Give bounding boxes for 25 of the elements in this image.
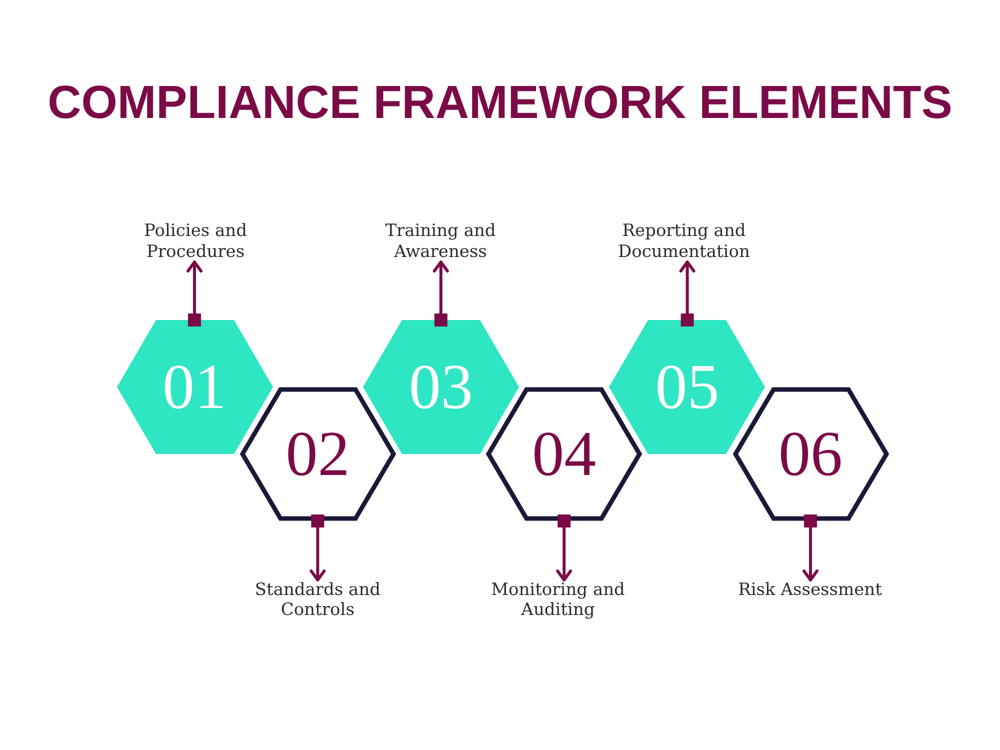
step-label: Training and Awareness (384, 221, 496, 262)
arrow (556, 514, 572, 582)
step-label: Reporting and Documentation (618, 221, 750, 262)
step-number: 04 (532, 430, 596, 478)
hexagon-badge (486, 387, 642, 521)
step-number: 02 (286, 430, 350, 478)
arrow (186, 260, 202, 326)
arrow (802, 514, 818, 582)
step-label: Policies and Procedures (144, 221, 248, 262)
hexagon-badge (362, 320, 519, 454)
step-number: 05 (655, 363, 720, 411)
step-number: 01 (162, 363, 226, 411)
arrow (679, 260, 696, 326)
hexagon-badge (240, 387, 396, 521)
step-number: 06 (778, 430, 842, 478)
arrow (310, 514, 326, 582)
arrow (432, 260, 449, 326)
step-number: 03 (408, 363, 473, 411)
hexagon-badge (732, 387, 888, 521)
step-label: Risk Assessment (738, 580, 882, 600)
hexagon-badge (609, 320, 766, 454)
step-label: Monitoring and Auditing (490, 580, 626, 621)
title: COMPLIANCE FRAMEWORK ELEMENTS (48, 78, 952, 126)
hexagon-badge (116, 320, 272, 454)
step-label: Standards and Controls (254, 580, 382, 621)
